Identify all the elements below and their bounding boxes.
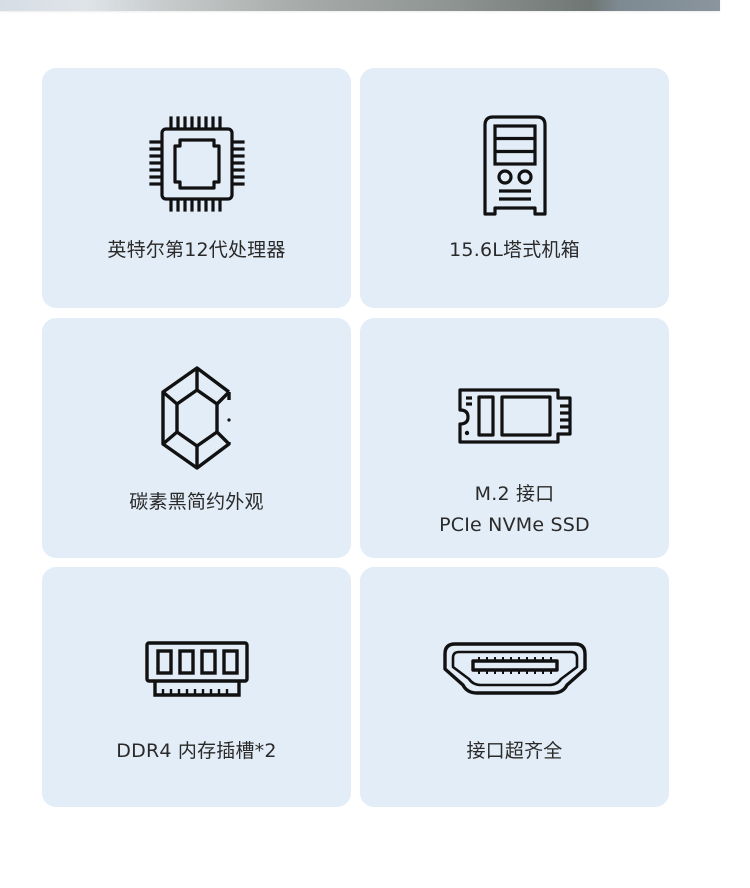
hdmi-port-icon <box>360 641 669 701</box>
top-banner-image <box>0 0 720 11</box>
feature-card-case: 15.6L塔式机箱 <box>360 68 669 308</box>
ram-module-icon <box>42 639 351 699</box>
feature-card-cpu: 英特尔第12代处理器 <box>42 68 351 308</box>
gem-icon <box>42 364 351 472</box>
feature-label: DDR4 内存插槽*2 <box>116 740 277 762</box>
feature-card-ssd: M.2 接口 PCIe NVMe SSD <box>360 318 669 558</box>
cpu-chip-icon <box>42 110 351 218</box>
feature-card-ports: 接口超齐全 <box>360 567 669 807</box>
feature-label-line2: PCIe NVMe SSD <box>439 514 590 536</box>
feature-label-line1: M.2 接口 <box>474 483 555 505</box>
feature-label: 英特尔第12代处理器 <box>107 239 286 261</box>
tower-case-icon <box>360 114 669 220</box>
feature-label: 15.6L塔式机箱 <box>449 239 580 261</box>
feature-card-design: 碳素黑简约外观 <box>42 318 351 558</box>
m2-ssd-icon <box>360 386 669 446</box>
feature-card-ram: DDR4 内存插槽*2 <box>42 567 351 807</box>
feature-label: 碳素黑简约外观 <box>129 491 264 513</box>
feature-label: 接口超齐全 <box>466 740 563 762</box>
